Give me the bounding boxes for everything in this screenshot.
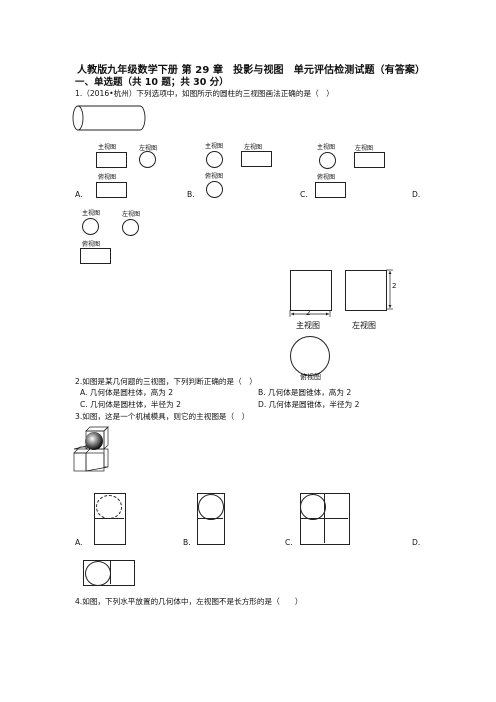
page-title: 人教版九年级数学下册 第 29 章 投影与视图 单元评估检测试题（有答案） <box>77 65 426 76</box>
q3a-dashed-circle <box>96 495 122 519</box>
q1b-front-view <box>206 151 223 168</box>
q1b-left-view <box>241 151 272 167</box>
q3d-circle <box>85 561 111 586</box>
cylinder-figure <box>72 105 146 131</box>
q2-option-c[interactable]: C. 几何体是圆柱体，半径为 2 <box>80 400 181 409</box>
q1c-front-label: 主视图 <box>317 144 336 151</box>
q1a-top-view <box>96 182 127 198</box>
q2-front-label: 主视图 <box>296 321 320 330</box>
q1c-top-label: 俯视图 <box>317 174 336 181</box>
q3-option-d[interactable]: D. <box>412 538 421 547</box>
q1-option-d[interactable]: D. <box>412 190 421 199</box>
q3-option-b[interactable]: B. <box>183 538 191 547</box>
q1a-top-label: 俯视图 <box>98 174 117 181</box>
q4-stem: 4.如图，下列水平放置的几何体中，左视图不是长方形的是（ ） <box>75 597 303 606</box>
q3c-vdivider <box>324 493 325 543</box>
q1-option-a[interactable]: A. <box>75 190 83 199</box>
q1a-left-label: 左视图 <box>139 145 158 152</box>
q1a-front-label: 主视图 <box>98 144 117 151</box>
q1c-top-view <box>315 182 346 198</box>
q3-option-a[interactable]: A. <box>75 538 83 547</box>
q3c-circle <box>300 494 326 520</box>
q2-option-d[interactable]: D. 几何体是圆锥体，半径为 2 <box>258 400 360 409</box>
q2-top-label: 俯视图 <box>300 373 321 381</box>
q3c-figure <box>300 493 350 545</box>
q1b-top-label: 俯视图 <box>205 173 224 180</box>
q1c-left-view <box>354 152 385 168</box>
mold-figure <box>73 426 109 472</box>
q2-left-view <box>345 270 387 311</box>
q1b-front-label: 主视图 <box>205 143 224 150</box>
q2-width-label: 2 <box>306 309 311 317</box>
q1-option-b[interactable]: B. <box>187 190 195 199</box>
q1-stem: 1.（2016•杭州）下列选项中，如图所示的圆柱的三视图画法正确的是（ ） <box>75 89 334 98</box>
q1c-front-view <box>319 152 336 169</box>
q2-height-label: 2 <box>392 282 397 290</box>
q2-left-label: 左视图 <box>352 321 376 330</box>
q1a-front-view <box>96 152 127 168</box>
q3-option-c[interactable]: C. <box>285 538 293 547</box>
q2-option-b[interactable]: B. 几何体是圆锥体，高为 2 <box>258 388 352 397</box>
q1-option-c[interactable]: C. <box>300 190 308 199</box>
q1b-left-label: 左视图 <box>244 144 263 151</box>
section-heading: 一、单选题（共 10 题；共 30 分） <box>75 77 229 88</box>
q2-height-dimension <box>386 269 393 310</box>
q1d-front-label: 主视图 <box>82 210 101 217</box>
q2-top-view <box>290 336 330 376</box>
q3d-figure <box>83 560 135 586</box>
q1d-top-view <box>80 248 111 264</box>
q3-stem: 3.如图，这是一个机械模具，则它的主视图是（ ） <box>75 412 250 421</box>
q3b-circle <box>198 494 224 520</box>
q1d-top-label: 俯视图 <box>82 241 101 248</box>
q2-width-dimension <box>289 310 331 317</box>
q1d-front-view <box>82 218 99 235</box>
q1d-left-view <box>122 219 139 236</box>
q1d-left-label: 左视图 <box>122 211 141 218</box>
q2-stem: 2.如图是某几何题的三视图，下列判断正确的是（ ） <box>75 377 257 386</box>
q2-option-a[interactable]: A. 几何体是圆柱体，高为 2 <box>80 388 174 397</box>
q1a-left-view <box>139 151 156 168</box>
q3b-figure <box>197 493 225 545</box>
q3a-figure <box>94 493 126 545</box>
q2-front-view <box>290 270 332 311</box>
q1c-left-label: 左视图 <box>355 145 374 152</box>
q1b-top-view <box>206 181 223 198</box>
